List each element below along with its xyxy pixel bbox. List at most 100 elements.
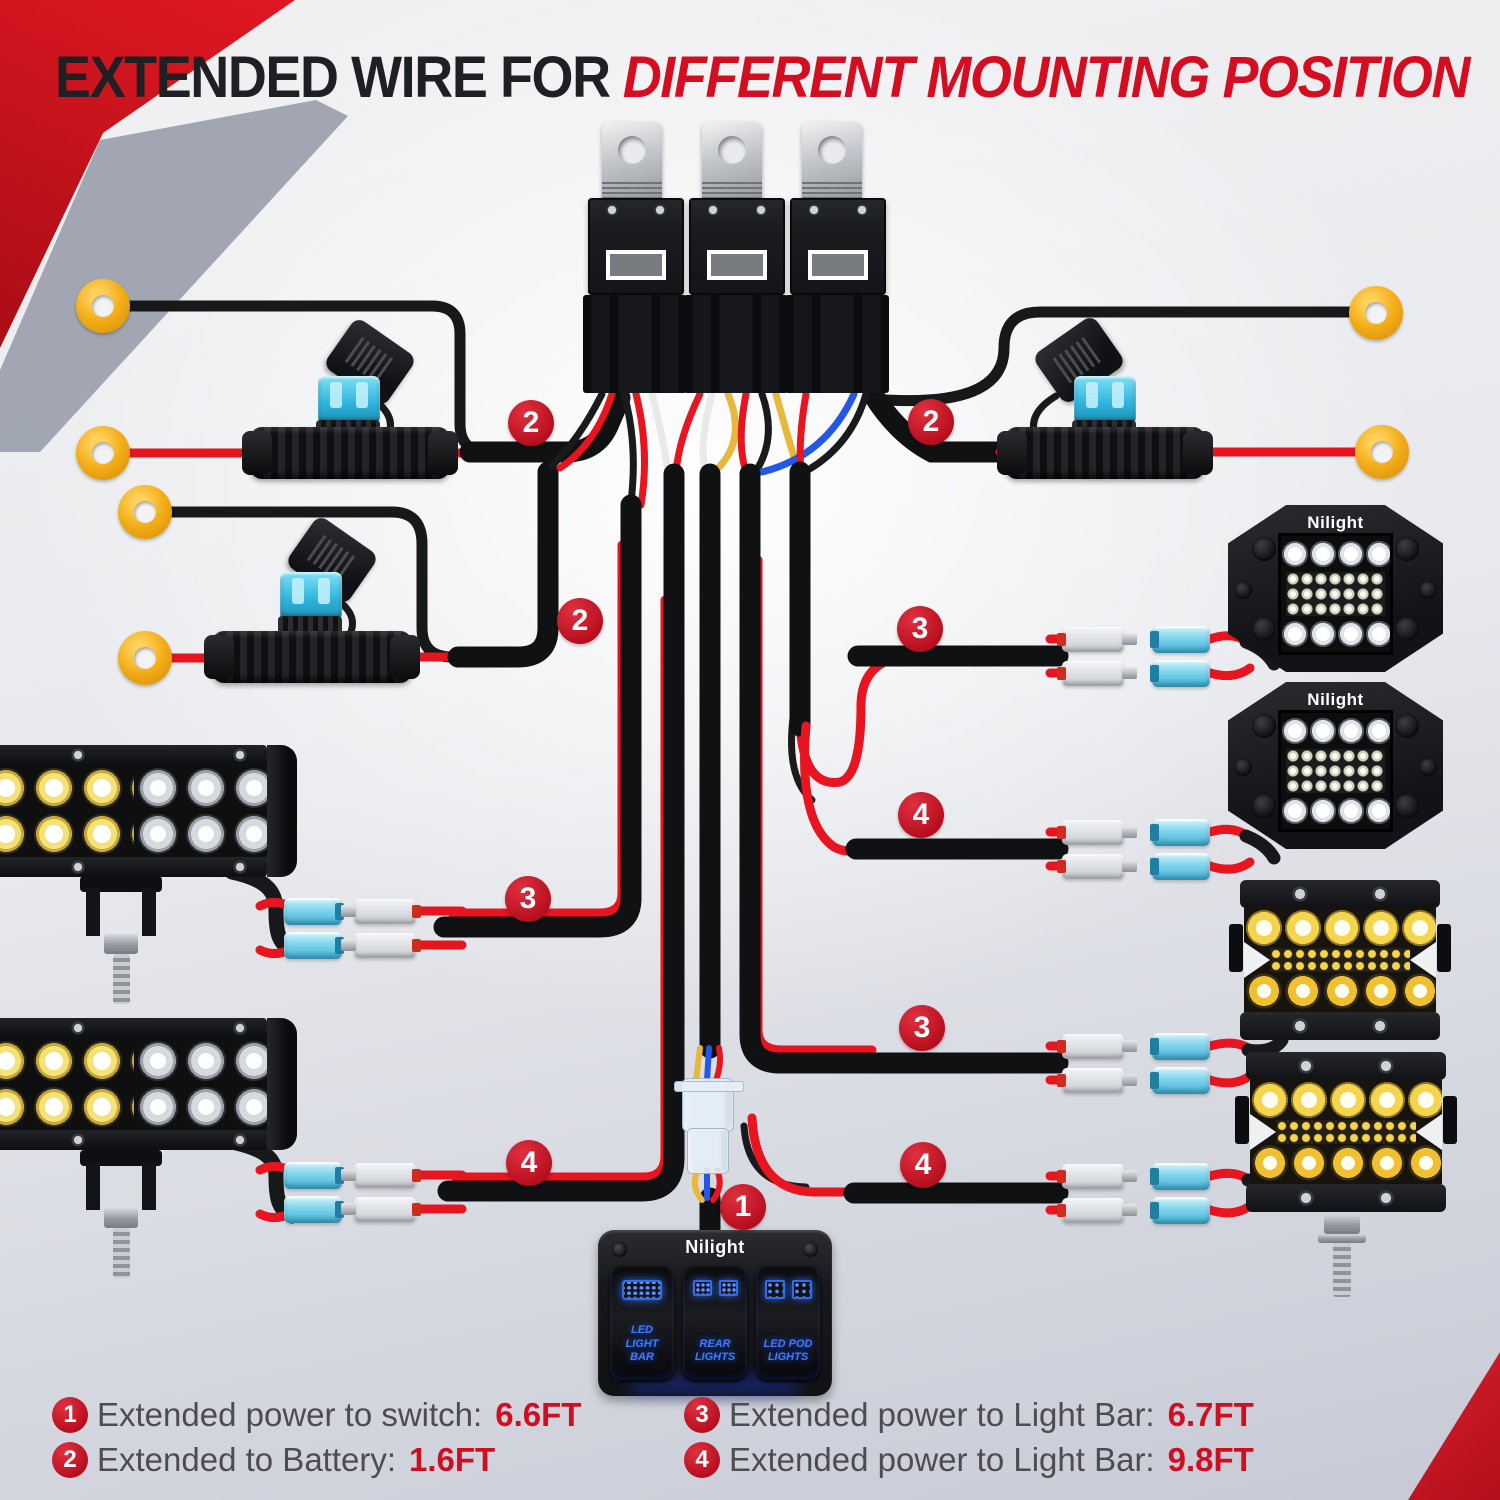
male-spade-connector xyxy=(1057,1198,1137,1223)
legend-label: Extended power to switch: xyxy=(97,1396,483,1433)
badge-number: 2 xyxy=(571,604,589,637)
bar-rail xyxy=(0,857,267,877)
blade-fuse xyxy=(280,572,342,618)
ring-terminal xyxy=(118,485,172,539)
male-spade-connector xyxy=(1057,1068,1137,1093)
flush-mount-pod-1: Nilight xyxy=(1228,505,1443,672)
relay-1-socket xyxy=(583,295,687,393)
relay-1-body xyxy=(588,198,684,295)
panel-brand-text: Nilight xyxy=(685,1237,745,1257)
pod-cap xyxy=(1246,1052,1446,1080)
pod-lens xyxy=(1250,1080,1442,1184)
screw-hole xyxy=(1419,758,1437,776)
legend-label: Extended power to Light Bar: xyxy=(729,1396,1155,1433)
callout-badge: 1 xyxy=(720,1184,766,1230)
rocker-switch-led-pod-lights[interactable]: LED POD LIGHTS xyxy=(756,1264,820,1380)
female-spade-connector xyxy=(1150,819,1210,846)
badge-number: 3 xyxy=(913,1011,931,1044)
badge-number: 3 xyxy=(519,882,537,915)
badge-number: 2 xyxy=(522,406,540,439)
screw-hole xyxy=(1419,581,1437,599)
blade-fuse xyxy=(318,376,380,422)
legend-value: 6.7FT xyxy=(1167,1396,1254,1433)
mount-bracket-2 xyxy=(80,1144,162,1284)
harness-trunk xyxy=(433,461,1069,1265)
led-row xyxy=(1250,1080,1442,1119)
bracket-leg xyxy=(86,888,100,936)
led-strip xyxy=(1244,942,1436,978)
panel-screw xyxy=(612,1242,627,1257)
male-spade-connector xyxy=(341,1197,421,1222)
bar-endcap xyxy=(267,1018,297,1150)
relay-2-label-window xyxy=(707,250,767,280)
male-spade-connector xyxy=(1057,661,1137,686)
title-black-part: EXTENDED WIRE FOR xyxy=(55,45,611,110)
legend-value: 9.8FT xyxy=(1167,1441,1254,1478)
title-red-part: DIFFERENT MOUNTING POSITION xyxy=(622,45,1471,110)
led-row xyxy=(1281,536,1390,572)
led-array-white xyxy=(134,765,267,857)
ring-terminal xyxy=(76,279,130,333)
ring-terminal xyxy=(1355,425,1409,479)
legend-badge: 4 xyxy=(684,1442,720,1478)
badge-number: 4 xyxy=(520,1146,538,1179)
flush-mount-pod-2: Nilight xyxy=(1228,682,1443,849)
female-spade-connector xyxy=(1150,1197,1210,1224)
led-row xyxy=(1250,1145,1442,1183)
bar-rail xyxy=(0,745,267,765)
bracket-leg xyxy=(142,1162,156,1210)
relay-1-label-window xyxy=(606,250,666,280)
bolt-hex xyxy=(104,1208,138,1228)
female-spade-connector xyxy=(1150,1033,1210,1060)
pod-brand-text: Nilight xyxy=(1307,690,1364,709)
pod-brand-text: Nilight xyxy=(1307,513,1364,532)
led-row xyxy=(1281,793,1390,829)
led-light-bar-1 xyxy=(0,745,297,877)
bullet-connector-upper xyxy=(674,1078,744,1132)
badge-number: 2 xyxy=(922,405,940,438)
badge-number: 4 xyxy=(914,1148,932,1181)
legend-value: 6.6FT xyxy=(495,1396,582,1433)
pod-lens xyxy=(1278,533,1393,655)
led-strip xyxy=(1250,1114,1442,1150)
callout-badge: 2 xyxy=(908,399,954,445)
pod-cap xyxy=(1240,1012,1440,1040)
relay-rivets xyxy=(588,202,684,218)
female-spade-connector xyxy=(1150,853,1210,880)
cube-pod-1 xyxy=(1229,880,1451,1040)
relay-3-mount-tab xyxy=(802,122,862,202)
rocker-switch-rear-lights[interactable]: REAR LIGHTS xyxy=(683,1264,747,1380)
rocker-switch-led-light-bar[interactable]: LED LIGHT BAR xyxy=(610,1264,674,1380)
bolt-hex xyxy=(1324,1214,1360,1234)
bolt-hex xyxy=(104,934,138,954)
relay-2-socket xyxy=(684,295,788,393)
legend-label: Extended to Battery: xyxy=(97,1441,397,1478)
female-spade-connector xyxy=(284,932,344,959)
legend-badge: 1 xyxy=(52,1397,88,1433)
female-spade-connector xyxy=(284,1196,344,1223)
led-row xyxy=(1244,973,1436,1011)
male-spade-connector xyxy=(1057,627,1137,652)
screw-hole xyxy=(1252,617,1276,641)
ring-terminal xyxy=(76,426,130,480)
badge-number: 1 xyxy=(734,1190,752,1223)
light-bar-icon xyxy=(622,1280,662,1300)
led-row xyxy=(1281,616,1390,652)
male-spade-connector xyxy=(1057,1034,1137,1059)
blade-fuse xyxy=(1074,376,1136,422)
male-spade-connector xyxy=(1057,820,1137,845)
bar-rail xyxy=(0,1018,267,1038)
male-spade-connector xyxy=(1057,1164,1137,1189)
screw-hole xyxy=(1395,794,1419,818)
screw-hole xyxy=(1234,758,1252,776)
bracket-leg xyxy=(86,1162,100,1210)
led-light-bar-2 xyxy=(0,1018,297,1150)
female-spade-connector xyxy=(284,898,344,925)
bolt-stud xyxy=(113,954,130,1004)
bracket-leg xyxy=(142,888,156,936)
led-array-amber xyxy=(0,765,134,857)
relay-2-mount-tab xyxy=(702,122,762,202)
ring-terminal xyxy=(118,631,172,685)
relay-rivets xyxy=(790,202,886,218)
